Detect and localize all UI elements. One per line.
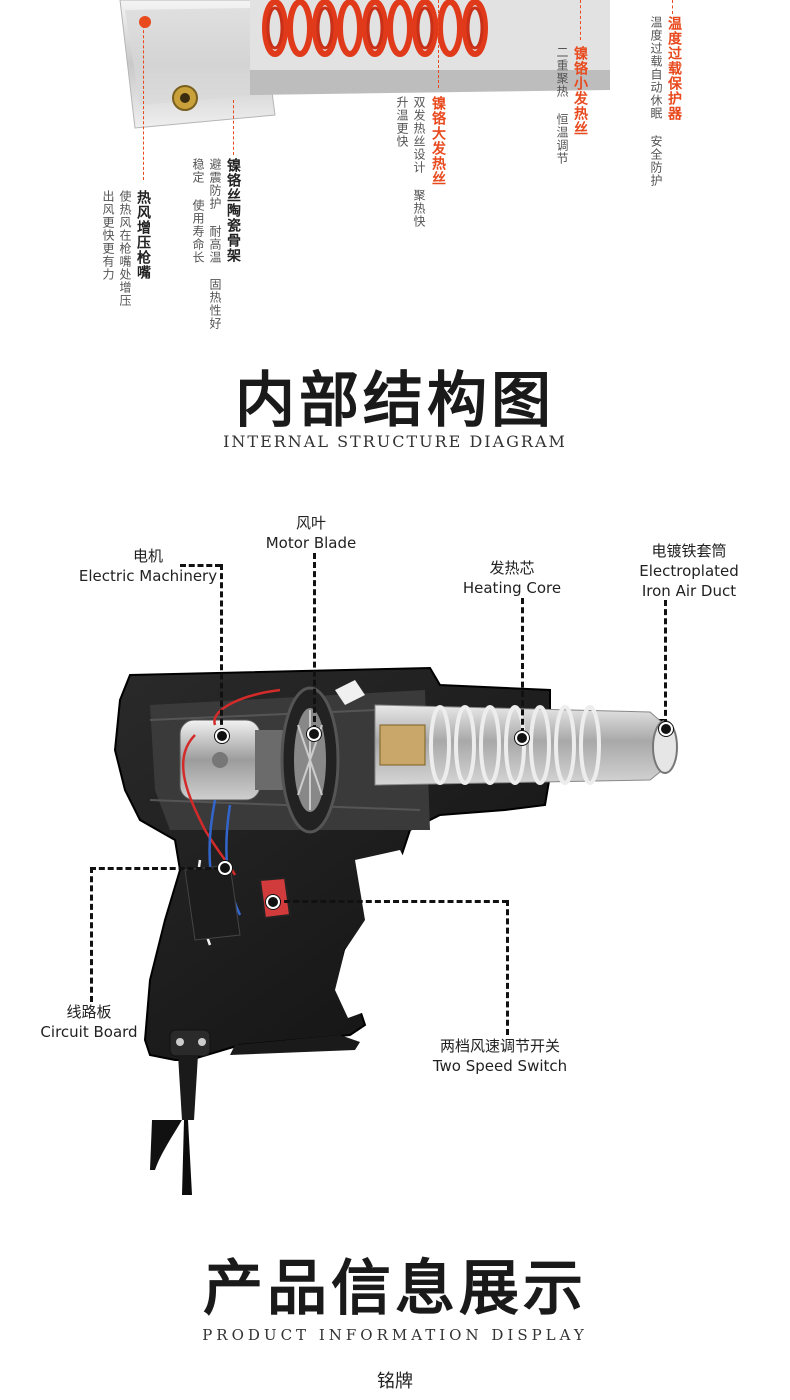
label-motor-cn: 电机 xyxy=(132,547,163,565)
leader-line-nozzle xyxy=(143,20,144,180)
section-subtitle-product-info: PRODUCT INFORMATION DISPLAY xyxy=(202,1326,588,1340)
marker-two-speed-switch xyxy=(266,895,280,909)
feature-big-wire-desc-2: 升温更快 xyxy=(395,96,409,148)
leader-electric-machinery-h xyxy=(180,564,221,567)
leader-motor-blade xyxy=(313,553,316,731)
section-subtitle-internal-structure: INTERNAL STRUCTURE DIAGRAM xyxy=(223,432,567,451)
leader-electric-machinery-v xyxy=(220,564,223,734)
label-circuit-board: 线路板 Circuit Board xyxy=(38,1002,140,1042)
label-air-duct: 电镀铁套筒 Electroplated Iron Air Duct xyxy=(636,541,742,601)
feature-small-wire-title: 镍铬小发热丝 xyxy=(572,46,588,136)
label-core-cn: 发热芯 xyxy=(489,559,535,577)
leader-heating-core xyxy=(521,598,524,734)
feature-small-wire-desc-1: 二重聚热 恒温调节 xyxy=(555,46,569,165)
feature-ceramic-title: 镍铬丝陶瓷骨架 xyxy=(225,158,241,263)
feature-big-wire-desc-1: 双发热丝设计 聚热快 xyxy=(412,96,426,228)
heat-gun-illustration xyxy=(113,666,678,1195)
label-motor-en: Electric Machinery xyxy=(78,567,218,585)
marker-circuit-board xyxy=(218,861,232,875)
feature-protector-desc-1: 温度过载自动休眠 安全防护 xyxy=(649,16,663,187)
section-title-internal-structure: 内部结构图 xyxy=(235,366,555,436)
label-switch-en: Two Speed Switch xyxy=(432,1057,568,1075)
nameplate-label: 铭牌 xyxy=(377,1371,413,1392)
label-motor-blade: 风叶 Motor Blade xyxy=(262,513,360,553)
feature-nozzle-desc-1: 使热风在枪嘴处增压 xyxy=(118,190,132,307)
feature-small-wire-title-part2: 小发热丝 xyxy=(572,76,588,136)
heating-element-photo xyxy=(100,0,620,130)
marker-air-duct xyxy=(659,722,673,736)
label-two-speed-switch: 两档风速调节开关 Two Speed Switch xyxy=(428,1036,572,1076)
label-duct-cn: 电镀铁套筒 xyxy=(651,542,727,560)
label-electric-machinery: 电机 Electric Machinery xyxy=(76,546,220,586)
leader-line-ceramic xyxy=(233,100,234,155)
leader-two-speed-switch-h xyxy=(275,900,508,903)
feature-nozzle-title: 热风增压枪嘴 xyxy=(135,190,151,280)
leader-circuit-board-v xyxy=(90,867,93,1002)
feature-nozzle-desc-2: 出风更快更有力 xyxy=(101,190,115,281)
feature-ceramic-desc-1: 避震防护 耐高温 xyxy=(208,158,222,264)
label-motor-blade-en: Motor Blade xyxy=(265,534,357,552)
label-duct-en-2: Iron Air Duct xyxy=(641,582,737,600)
leader-line-protector xyxy=(672,0,673,14)
label-board-cn: 线路板 xyxy=(66,1003,112,1021)
feature-ceramic-desc-2: 稳定 使用寿命长 xyxy=(191,158,205,264)
feature-big-wire-title-part1: 镍铬 xyxy=(430,96,446,126)
leader-air-duct xyxy=(664,600,667,725)
feature-protector-title: 温度过载保护器 xyxy=(666,16,682,121)
feature-ceramic-desc-3: 固热性好 xyxy=(208,278,222,330)
marker-electric-machinery xyxy=(215,729,229,743)
leader-line-small-wire xyxy=(580,0,581,40)
leader-line-big-wire xyxy=(438,0,439,88)
feature-small-wire-title-part1: 镍铬 xyxy=(572,46,588,76)
label-core-en: Heating Core xyxy=(462,579,562,597)
label-duct-en-1: Electroplated xyxy=(639,562,739,580)
label-board-en: Circuit Board xyxy=(40,1023,138,1041)
feature-big-wire-title: 镍铬大发热丝 xyxy=(430,96,446,186)
feature-big-wire-title-part2: 大发热丝 xyxy=(430,126,446,186)
heating-element-illustration xyxy=(100,0,620,130)
heat-gun-internal-photo xyxy=(110,650,750,1195)
leader-two-speed-switch-v xyxy=(506,900,509,1035)
marker-heating-core xyxy=(515,731,529,745)
marker-motor-blade xyxy=(307,727,321,741)
leader-circuit-board-h xyxy=(90,867,220,870)
label-motor-blade-cn: 风叶 xyxy=(295,514,326,532)
section-title-product-info: 产品信息展示 xyxy=(203,1254,587,1324)
label-switch-cn: 两档风速调节开关 xyxy=(439,1037,560,1055)
label-heating-core: 发热芯 Heating Core xyxy=(458,558,566,598)
feature-protector-title-text: 温度过载保护器 xyxy=(666,16,682,121)
